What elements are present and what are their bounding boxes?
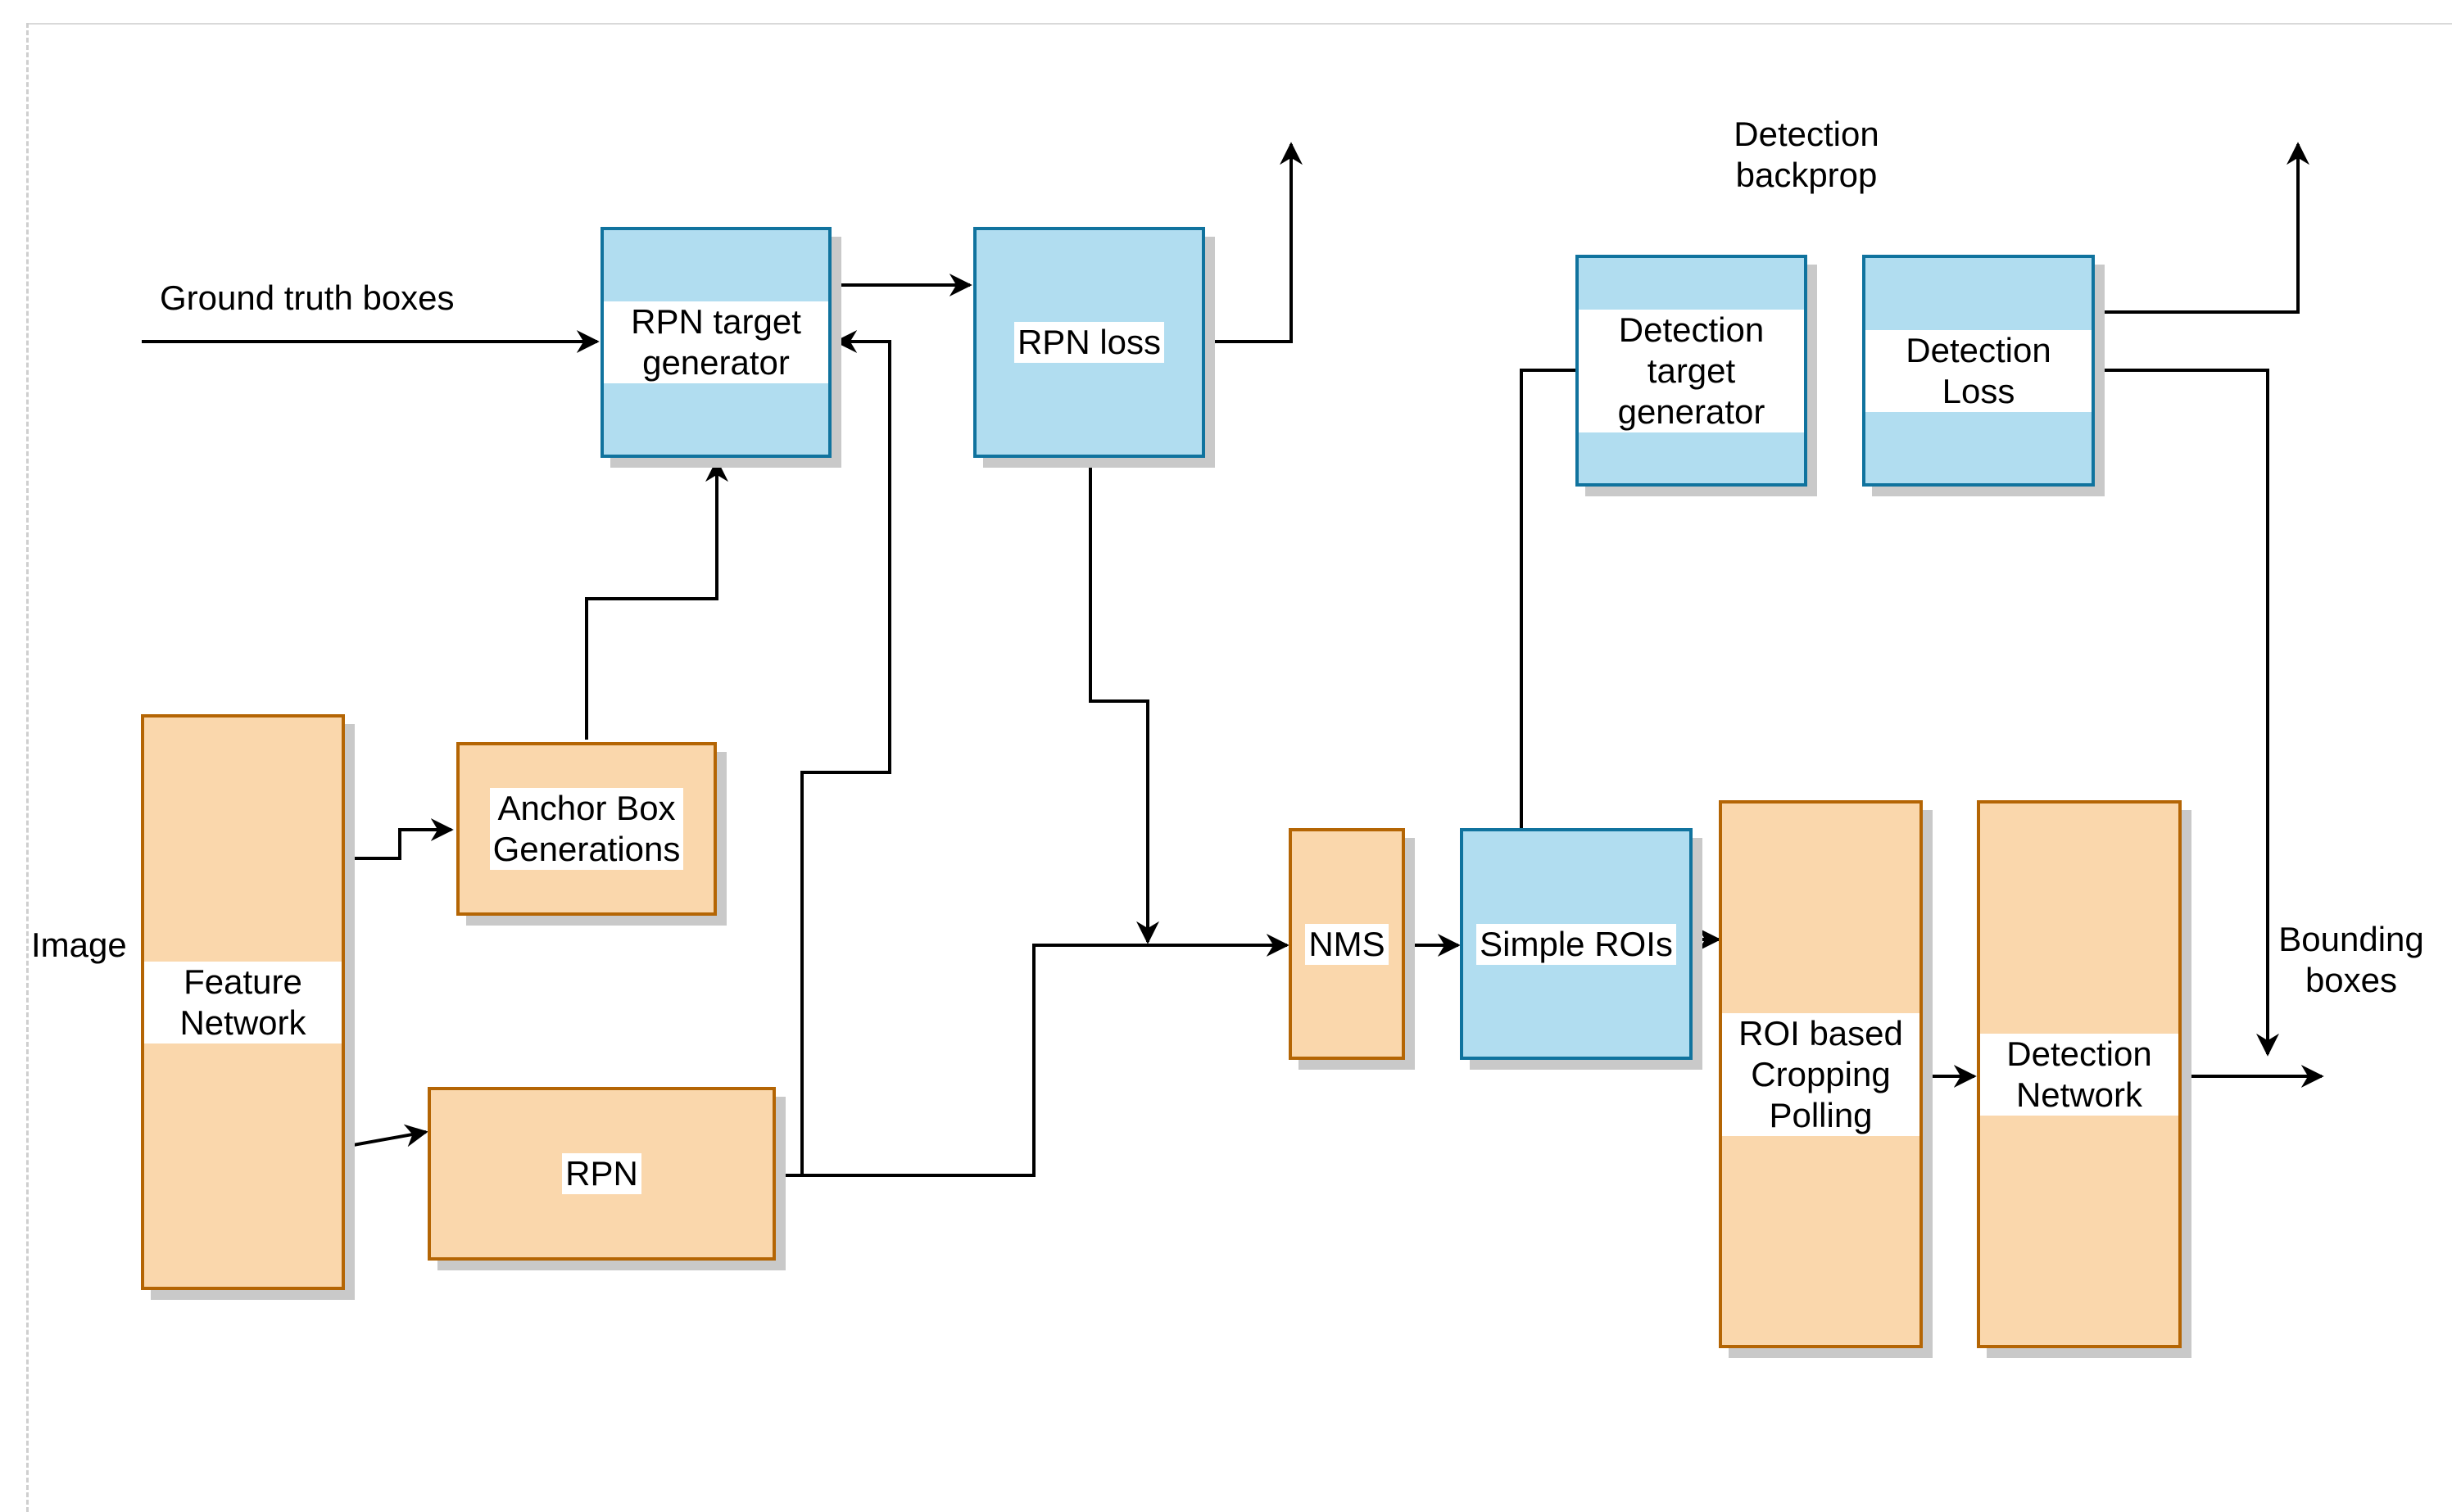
detection-loss-label: Detection Loss [1865,329,2092,412]
roi-cropping-label: ROI based Cropping Polling [1722,1012,1919,1136]
simple-rois-box: Simple ROIs [1460,828,1693,1060]
edge-feature-to-anchor [344,818,454,860]
rpn-target-generator-box: RPN target generator [601,227,832,458]
edge-detloss-up [2099,142,2309,314]
edge-feature-to-rpn [343,1124,428,1148]
feature-network-box: Feature Network [141,714,345,1290]
edge-rpn-to-rpn-target [800,330,891,1175]
rpn-box: RPN [428,1087,776,1261]
frame-left-border [26,23,29,1512]
edge-detloss-to-bbox [2099,369,2279,1057]
detection-backprop-label: Detection backprop [1734,115,1879,194]
edge-rpn-loss-to-nms [1089,457,1159,944]
rpn-label: RPN [562,1153,641,1194]
rpn-loss-label: RPN loss [1013,322,1165,363]
rpn-target-generator-label: RPN target generator [604,301,828,383]
edge-rpn-loss-up [1205,142,1303,343]
image-label: Image [31,926,127,964]
feature-network-label: Feature Network [144,961,342,1043]
anchor-box-generations-label: Anchor Box Generations [489,788,684,870]
detection-target-generator-box: Detection target generator [1575,255,1807,487]
edge-rpn-to-nms [777,934,1289,1177]
anchor-box-generations-box: Anchor Box Generations [456,742,717,916]
roi-cropping-box: ROI based Cropping Polling [1719,800,1923,1348]
detection-network-box: Detection Network [1977,800,2182,1348]
bounding-boxes-label: Bounding boxes [2278,920,2424,999]
rpn-loss-box: RPN loss [973,227,1205,458]
ground-truth-label: Ground truth boxes [160,278,455,317]
detection-target-generator-label: Detection target generator [1579,309,1804,432]
edge-anchor-to-rpn-target [585,459,728,740]
nms-label: NMS [1305,923,1389,965]
nms-box: NMS [1289,828,1405,1060]
frame-top-border [28,23,2452,25]
simple-rois-label: Simple ROIs [1476,923,1676,965]
detection-loss-box: Detection Loss [1862,255,2095,487]
edge-rois-to-det-target [1520,369,1578,828]
detection-network-label: Detection Network [1980,1033,2178,1116]
